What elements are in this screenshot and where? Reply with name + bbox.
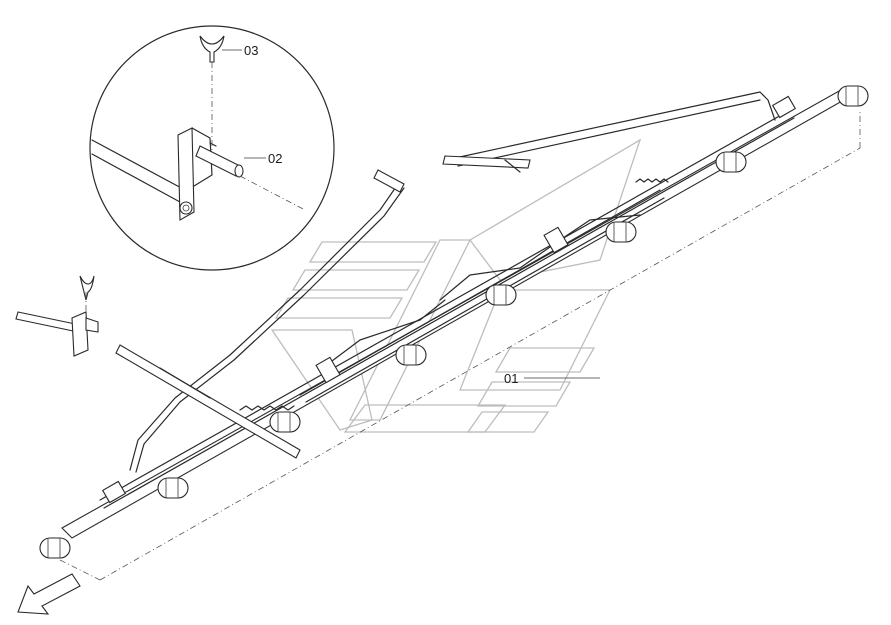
nozzle (269, 411, 301, 433)
nozzle (485, 284, 517, 306)
nozzle (395, 344, 427, 366)
direction-arrow-icon (17, 573, 81, 615)
nozzle (605, 221, 637, 243)
part-label-03: 03 (244, 43, 258, 58)
boom-frame (61, 85, 860, 539)
nozzle (837, 85, 869, 107)
nozzle (39, 537, 71, 559)
nozzle-row (39, 85, 869, 559)
nozzle (715, 151, 747, 173)
nozzle (157, 477, 189, 499)
left-mount-assembly (15, 275, 301, 459)
part-label-02: 02 (268, 151, 282, 166)
brand-watermark-logo (270, 138, 642, 433)
assembly-envelope (59, 110, 861, 581)
part-label-01: 01 (504, 371, 518, 386)
detail-view-circle (89, 25, 335, 271)
